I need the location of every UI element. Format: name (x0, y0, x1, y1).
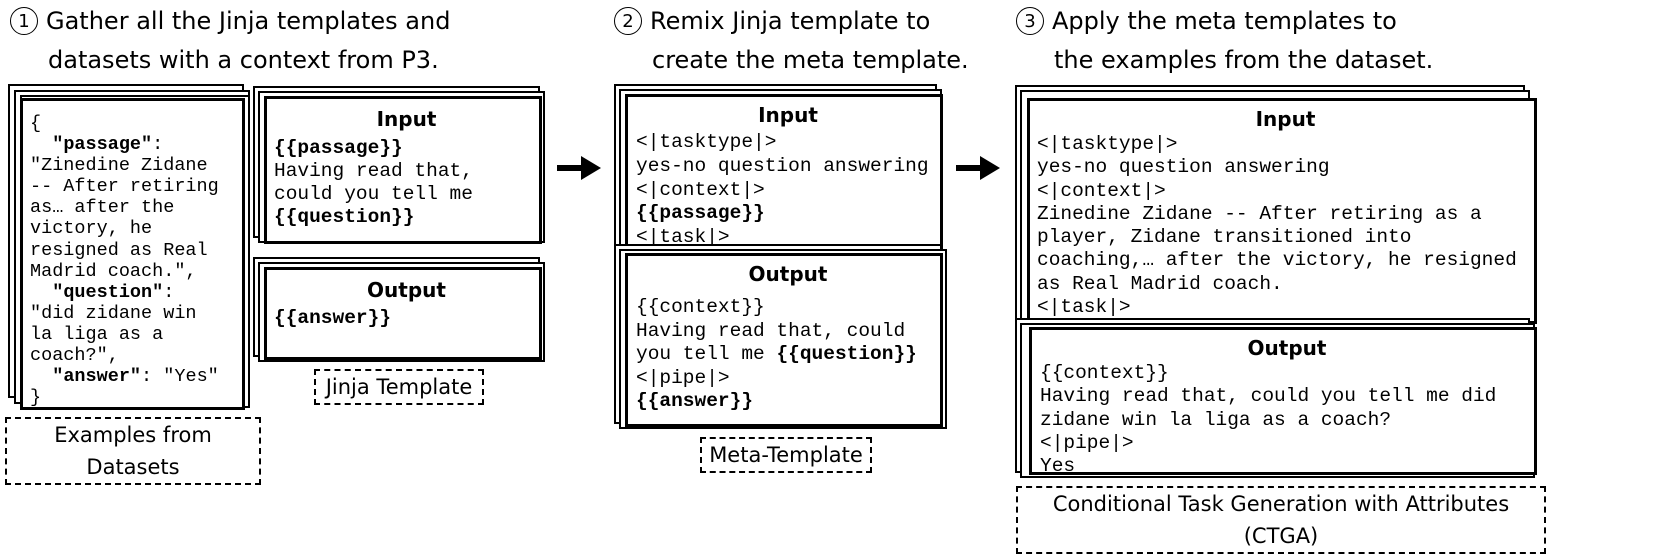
jinja-output-var: {{answer}} (274, 307, 392, 329)
jinja-input-body: {{passage}} Having read that, could you … (274, 137, 473, 228)
meta-output-card: Output {{context}} Having read that, cou… (625, 253, 943, 427)
meta-output-header: Output (748, 262, 828, 286)
ctga-input-card: Input <|tasktype|> yes-no question answe… (1027, 98, 1537, 324)
step-1-number: 1 (10, 7, 38, 35)
ctga-label: Conditional Task Generation with Attribu… (1016, 486, 1546, 554)
jinja-input-card: Input {{passage}} Having read that, coul… (264, 96, 542, 244)
jinja-output-card: Output {{answer}} (264, 267, 542, 360)
ctga-input-header: Input (1255, 107, 1316, 131)
meta-input-header: Input (758, 103, 818, 127)
examples-card: { "passage": "Zinedine Zidane -- After r… (20, 98, 245, 410)
step-2-number: 2 (614, 7, 642, 35)
meta-output-body: {{context}} Having read that, could you … (636, 296, 917, 412)
ctga-input-body: <|tasktype|> yes-no question answering <… (1037, 133, 1517, 319)
meta-input-body: <|tasktype|> yes-no question answering <… (636, 131, 929, 249)
step-3-number: 3 (1016, 7, 1044, 35)
meta-input-card: Input <|tasktype|> yes-no question answe… (625, 94, 943, 249)
jinja-label: Jinja Template (314, 369, 484, 405)
ctga-output-card: Output {{context}} Having read that, cou… (1029, 327, 1537, 475)
arrow-right-icon (956, 156, 1000, 180)
jinja-output-header: Output (367, 278, 446, 302)
example-json: { "passage": "Zinedine Zidane -- After r… (30, 113, 219, 409)
examples-label: Examples from Datasets (5, 417, 261, 485)
ctga-output-body: {{context}} Having read that, could you … (1040, 362, 1497, 475)
jinja-input-header: Input (376, 107, 437, 131)
arrow-right-icon (557, 156, 601, 180)
meta-label: Meta-Template (700, 437, 872, 473)
ctga-output-header: Output (1247, 336, 1327, 360)
